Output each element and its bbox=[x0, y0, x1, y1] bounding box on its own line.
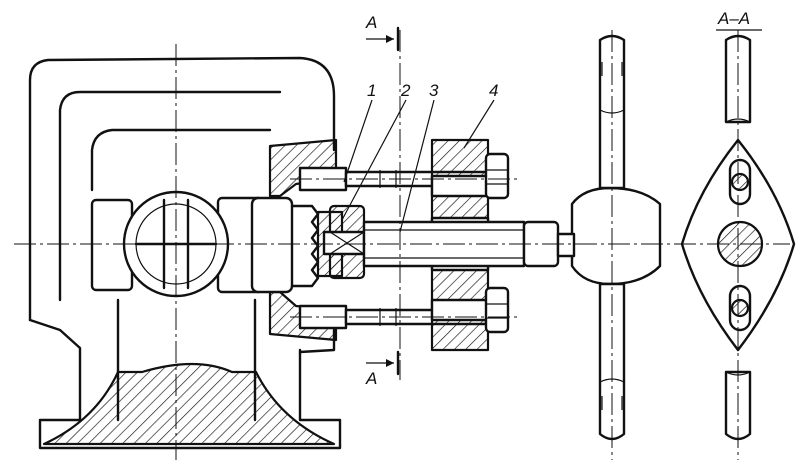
gear-housing bbox=[28, 56, 342, 450]
section-mark-bottom bbox=[366, 350, 400, 376]
label-section-view-title: A–A bbox=[717, 9, 750, 28]
label-section-top: A bbox=[365, 13, 377, 32]
base-section bbox=[42, 362, 336, 446]
label-part-2: 2 bbox=[400, 81, 411, 100]
center-lines bbox=[14, 30, 790, 460]
label-part-3: 3 bbox=[429, 81, 439, 100]
label-part-1: 1 bbox=[367, 81, 376, 100]
label-part-4: 4 bbox=[489, 81, 498, 100]
handle-side-view bbox=[556, 34, 662, 441]
puller-grip bbox=[322, 204, 366, 280]
leader-lines bbox=[341, 99, 495, 233]
label-section-bottom: A bbox=[365, 369, 377, 388]
section-mark-top bbox=[366, 26, 400, 52]
